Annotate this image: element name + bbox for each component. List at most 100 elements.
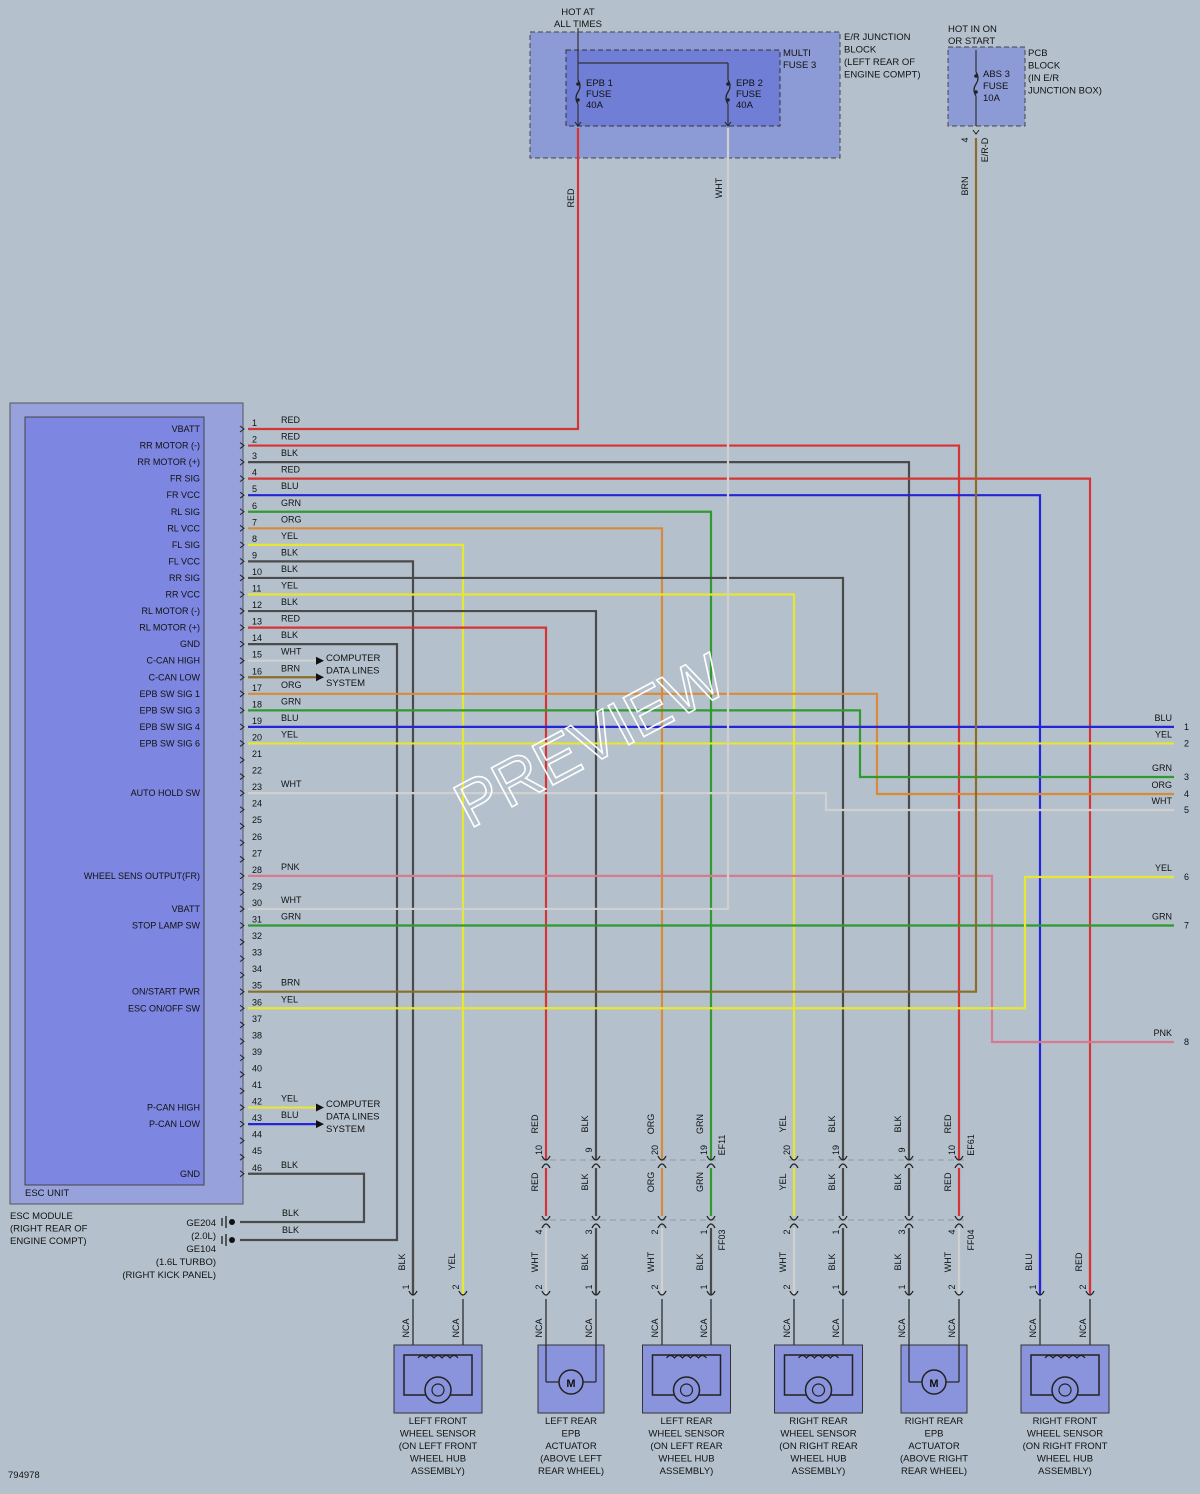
data-lines-group-1: DATA LINES	[326, 666, 380, 677]
esc-pin-mark	[239, 706, 245, 714]
esc-pin-number: 32	[252, 931, 262, 941]
wire-pin-13-red	[248, 626, 548, 1160]
esc-pin-mark	[239, 425, 245, 433]
er-junction-block-label: ENGINE COMPT)	[844, 70, 921, 81]
wheel-sensor-coil	[666, 1354, 707, 1359]
ground-wire-color-label: BLK	[282, 1208, 299, 1218]
harness-upper-pin	[541, 1155, 551, 1161]
esc-pin-number: 17	[252, 683, 262, 693]
component-pin	[706, 1290, 716, 1296]
component-pin	[458, 1290, 468, 1296]
component-pin-number: 2	[1078, 1284, 1088, 1289]
esc-pin-number: 13	[252, 617, 262, 627]
harness-lower-color-label: WHT	[646, 1251, 656, 1272]
component-label: REAR WHEEL)	[538, 1466, 604, 1477]
esc-pin-mark	[239, 1054, 245, 1062]
nca-label: NCA	[1078, 1318, 1088, 1337]
ground-ge204-symbol	[229, 1219, 235, 1225]
component-wire-color-label: RED	[1074, 1252, 1084, 1272]
esc-signal-label: RR SIG	[169, 573, 200, 583]
epb2-fuse-label: FUSE	[736, 89, 761, 100]
wheel-sensor-hub	[679, 1383, 694, 1397]
harness-upper-pin	[591, 1155, 601, 1161]
component-label: (ABOVE LEFT	[540, 1454, 602, 1465]
esc-wire-color-label: BLK	[281, 547, 298, 557]
pcb-block-label: BLOCK	[1028, 61, 1061, 72]
multi-fuse-label: MULTI	[783, 48, 811, 59]
esc-pin-mark	[239, 1021, 245, 1029]
component-label: WHEEL SENSOR	[780, 1429, 856, 1440]
harness-mid-color-label: BLK	[580, 1173, 590, 1190]
component-label: ASSEMBLY)	[660, 1466, 714, 1477]
esc-signal-label: GND	[180, 1169, 201, 1179]
abs3-fuse-label: FUSE	[983, 81, 1008, 92]
harness-lower-pin	[591, 1215, 601, 1221]
ground-ge204-bars	[221, 1216, 227, 1228]
wire-pin-8-yel	[248, 543, 465, 1295]
harness-lower-pin	[706, 1215, 716, 1221]
esc-unit-label: ESC UNIT	[25, 1188, 70, 1199]
harness-mid-color-label: ORG	[646, 1172, 656, 1193]
esc-pin-number: 6	[252, 501, 257, 511]
ground-ge104-bars	[221, 1234, 227, 1246]
esc-signal-label: EPB SW SIG 1	[139, 689, 200, 699]
esc-pin-mark	[239, 938, 245, 946]
epb2-fuse-pin	[724, 121, 732, 127]
component-label: RIGHT REAR	[905, 1416, 964, 1427]
harness-upper-pin	[838, 1155, 848, 1161]
component-pin-number: 2	[782, 1284, 792, 1289]
ground-wire-color-label: BLK	[282, 1225, 299, 1235]
esc-wire-color-label: RED	[281, 465, 301, 475]
multi-fuse-label: FUSE 3	[783, 60, 816, 71]
harness-lower-socket	[591, 1223, 601, 1229]
esc-signal-label: RL MOTOR (+)	[139, 623, 200, 633]
harness-lower-socket	[789, 1223, 799, 1229]
harness-lower-socket	[904, 1223, 914, 1229]
esc-pin-number: 7	[252, 517, 257, 527]
harness-upper-pin-number: 10	[534, 1145, 544, 1155]
harness-upper-pin-number: 10	[947, 1145, 957, 1155]
esc-pin-mark	[239, 508, 245, 516]
harness-upper-color-label: RED	[530, 1114, 540, 1134]
harness-lower-pin-number: 4	[534, 1229, 544, 1234]
esc-wire-color-label: ORG	[281, 680, 302, 690]
esc-signal-label: FL SIG	[172, 540, 200, 550]
harness-lower-pin-number: 4	[947, 1229, 957, 1234]
component-label: LEFT REAR	[545, 1416, 597, 1427]
esc-module-location-label: (RIGHT REAR OF	[10, 1224, 88, 1235]
harness-lower-color-label: BLK	[893, 1253, 903, 1270]
component-label: WHEEL SENSOR	[648, 1429, 724, 1440]
harness-upper-pin	[904, 1155, 914, 1161]
epb2-fuse-label: EPB 2	[736, 78, 763, 89]
esc-wire-color-label: ORG	[281, 514, 302, 524]
figure-id: 794978	[8, 1470, 40, 1481]
wire-pin-4-red	[248, 477, 1092, 1295]
epb1-fuse-dot-bottom	[576, 98, 580, 102]
esc-pin-mark	[239, 475, 245, 483]
wire-pin-23-wht	[248, 791, 1174, 812]
esc-wire-color-label: YEL	[281, 531, 298, 541]
data-lines-group-2: COMPUTER	[326, 1099, 381, 1110]
data-line-arrow	[316, 673, 324, 682]
wire-pin-3-blk	[248, 461, 911, 1160]
wheel-sensor-coil	[417, 1354, 459, 1359]
harness-mid-color-label: BLK	[827, 1173, 837, 1190]
esc-pin-mark	[239, 723, 245, 731]
esc-wire-color-label: GRN	[281, 696, 301, 706]
esc-wire-color-label: YEL	[281, 581, 298, 591]
harness-mid-color-label: YEL	[778, 1173, 788, 1190]
nca-label: NCA	[897, 1318, 907, 1337]
component-pin-number: 2	[650, 1284, 660, 1289]
esc-wire-color-label: YEL	[281, 1094, 298, 1104]
component-pin	[657, 1290, 667, 1296]
wire-pin-7-org	[248, 527, 664, 1160]
esc-pin-number: 28	[252, 865, 262, 875]
esc-pin-number: 18	[252, 699, 262, 709]
preview-watermark: PREVIEW	[442, 639, 737, 841]
esc-pin-mark	[239, 491, 245, 499]
nca-label: NCA	[451, 1318, 461, 1337]
esc-pin-mark	[239, 541, 245, 549]
component-label: WHEEL HUB	[1037, 1454, 1093, 1465]
ground-ge104-engine-label: (1.6L TURBO)	[156, 1257, 216, 1268]
